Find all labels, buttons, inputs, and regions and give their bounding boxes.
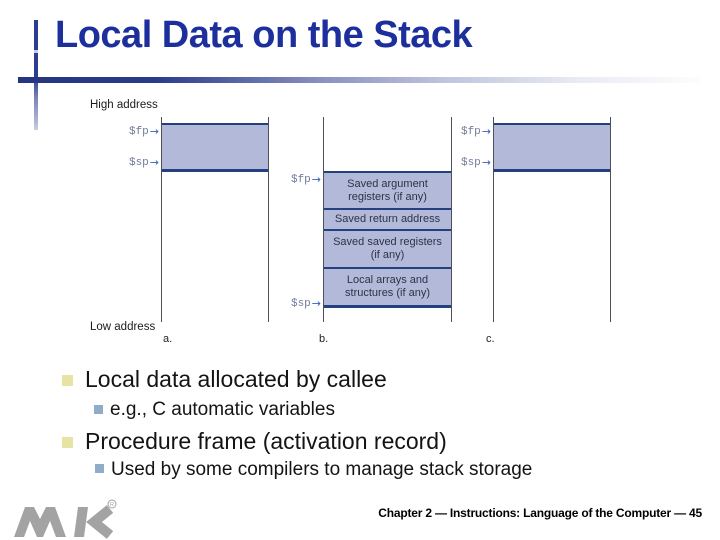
segment-saved-return-address: Saved return address [324,210,451,231]
bullet-square-icon [95,464,104,473]
sp-pointer-c: $sp→ [451,156,491,169]
stack-column-a [161,117,269,322]
fp-pointer-b: $fp→ [281,173,321,186]
column-label-b: b. [319,333,329,345]
bullet-text-1: Local data allocated by callee [85,366,387,392]
svg-text:R: R [110,502,114,508]
bullet-text-2: e.g., C automatic variables [110,399,335,420]
sp-label: $sp [290,297,311,310]
sp-label: $sp [128,156,149,169]
fp-label: $fp [460,125,481,138]
stack-column-c [493,117,611,322]
right-arrow-icon: → [481,156,491,169]
bullet-square-icon [62,437,73,448]
sp-pointer-b: $sp→ [281,297,321,310]
segment-saved-argument-registers: Saved argument registers (if any) [324,173,451,210]
fp-label: $fp [128,125,149,138]
fp-pointer-c: $fp→ [451,125,491,138]
title-accent-bar-gap [34,50,38,53]
column-label-a: a. [163,333,173,345]
sp-label: $sp [460,156,481,169]
right-arrow-icon: → [481,125,491,138]
right-arrow-icon: → [311,297,321,310]
frame-box-a [162,123,268,172]
segment-local-arrays-structures: Local arrays and structures (if any) [324,269,451,308]
stack-column-b [323,117,452,322]
bullet-text-3: Procedure frame (activation record) [85,428,447,454]
slide-title: Local Data on the Stack [55,14,473,56]
right-arrow-icon: → [311,173,321,186]
bullet-square-icon [62,375,73,386]
high-address-label: High address [90,99,158,111]
right-arrow-icon: → [149,125,159,138]
frame-box-c [494,123,610,172]
fp-pointer-a: $fp→ [119,125,159,138]
fp-label: $fp [290,173,311,186]
low-address-label: Low address [90,321,156,333]
column-label-c: c. [486,333,495,345]
slide-footer: Chapter 2 — Instructions: Language of th… [378,506,702,520]
sp-pointer-a: $sp→ [119,156,159,169]
frame-segments-b: Saved argument registers (if any) Saved … [324,171,451,308]
segment-saved-saved-registers: Saved saved registers (if any) [324,231,451,269]
bullet-text-4: Used by some compilers to manage stack s… [111,459,533,480]
right-arrow-icon: → [149,156,159,169]
title-underline-rule [18,77,702,83]
bullet-square-icon [94,405,103,414]
title-accent-bar [34,20,38,130]
mk-publisher-logo-icon: R [14,499,117,539]
